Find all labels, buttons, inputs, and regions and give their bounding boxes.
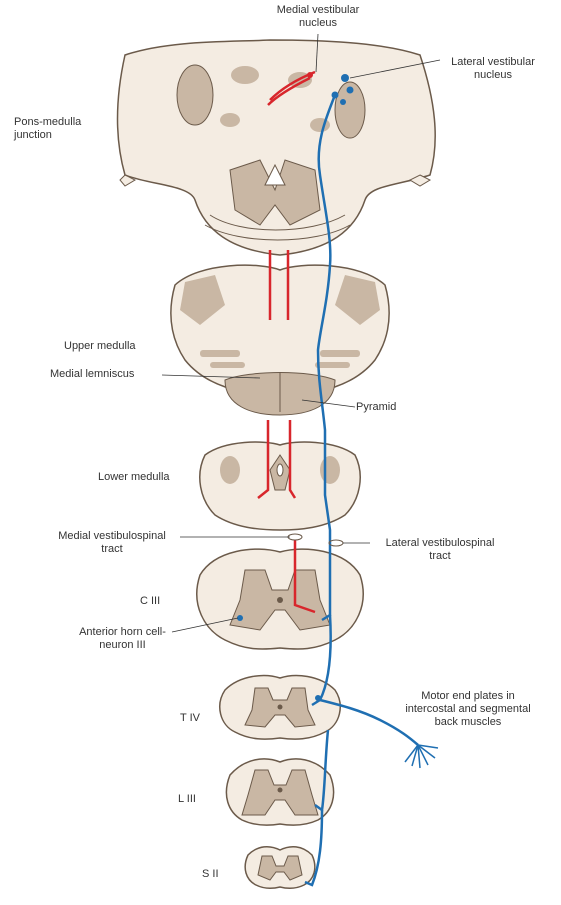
label-pons-medulla-junction: Pons-medulla junction bbox=[14, 116, 81, 142]
label-lower-medulla: Lower medulla bbox=[98, 471, 170, 484]
label-line: Medial vestibular bbox=[268, 4, 368, 17]
label-line: intercostal and segmental bbox=[398, 703, 538, 716]
motor-end-plates-branches bbox=[405, 745, 438, 768]
label-pyramid: Pyramid bbox=[356, 401, 396, 414]
label-line: junction bbox=[14, 129, 81, 142]
label-line: Pons-medulla bbox=[14, 116, 81, 129]
label-anterior-horn-cell: Anterior horn cell- neuron III bbox=[70, 626, 175, 652]
label-c-iii: C III bbox=[140, 595, 160, 608]
label-line: Anterior horn cell- bbox=[70, 626, 175, 639]
t-iv-motor-neuron-dot bbox=[315, 695, 321, 701]
lower-medulla-section bbox=[200, 442, 360, 530]
label-lateral-vestibular-nucleus: Lateral vestibular nucleus bbox=[438, 56, 548, 82]
label-medial-vestibular-nucleus: Medial vestibular nucleus bbox=[268, 4, 368, 30]
label-line: back muscles bbox=[398, 716, 538, 729]
c-iii-section bbox=[197, 549, 363, 649]
label-l-iii: L III bbox=[178, 793, 196, 806]
label-line: neuron III bbox=[70, 639, 175, 652]
label-line: Lateral vestibulospinal bbox=[370, 537, 510, 550]
label-line: nucleus bbox=[438, 69, 548, 82]
label-s-ii: S II bbox=[202, 868, 219, 881]
label-line: Lateral vestibular bbox=[438, 56, 548, 69]
label-line: nucleus bbox=[268, 17, 368, 30]
pons-medulla-section bbox=[118, 40, 436, 255]
label-medial-vestibulospinal-tract: Medial vestibulospinal tract bbox=[42, 530, 182, 556]
label-lateral-vestibulospinal-tract: Lateral vestibulospinal tract bbox=[370, 537, 510, 563]
label-t-iv: T IV bbox=[180, 712, 200, 725]
label-motor-end-plates: Motor end plates in intercostal and segm… bbox=[398, 690, 538, 729]
label-line: Medial vestibulospinal bbox=[42, 530, 182, 543]
medial-vestibular-nucleus-dot bbox=[307, 72, 313, 78]
label-upper-medulla: Upper medulla bbox=[64, 340, 136, 353]
label-line: tract bbox=[370, 550, 510, 563]
medial-tract-marker bbox=[288, 534, 302, 540]
upper-medulla-section bbox=[171, 265, 389, 415]
label-line: tract bbox=[42, 543, 182, 556]
label-medial-lemniscus: Medial lemniscus bbox=[50, 368, 134, 381]
label-line: Motor end plates in bbox=[398, 690, 538, 703]
t-iv-section bbox=[220, 676, 340, 740]
s-ii-section bbox=[245, 847, 315, 889]
l-iii-section bbox=[226, 759, 333, 825]
